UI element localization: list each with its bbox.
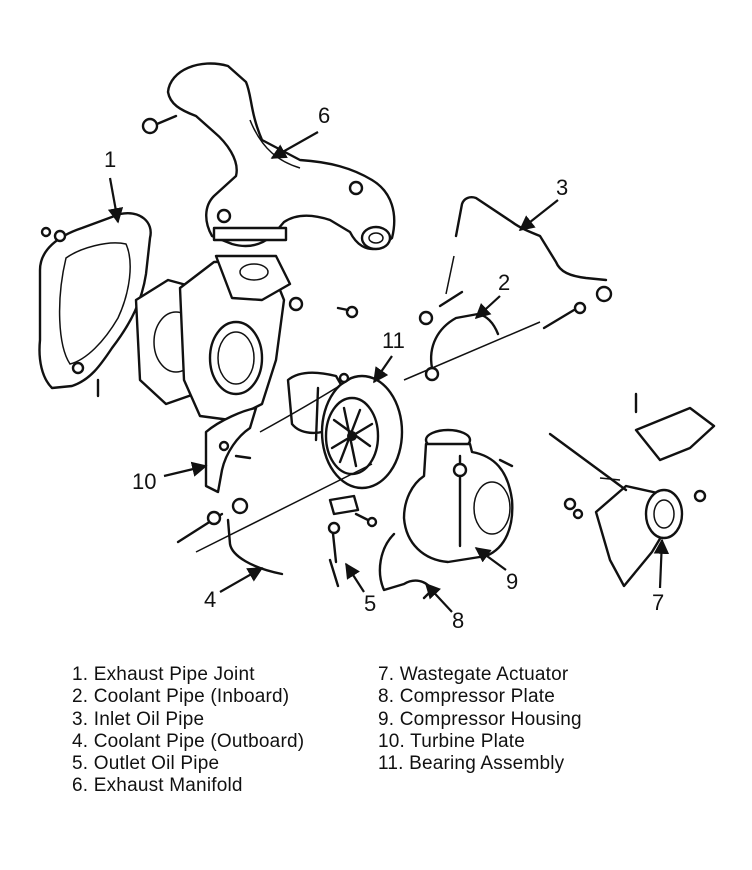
exhaust-pipe-joint [38,212,152,398]
callout-7: 7 [652,538,670,615]
svg-text:6: 6 [318,103,330,128]
callout-6: 6 [270,103,330,159]
callout-3: 3 [518,175,568,231]
legend-item: 2. Coolant Pipe (Inboard) [72,686,290,708]
inlet-oil-pipe [454,196,613,330]
svg-text:5: 5 [364,591,376,616]
callout-9: 9 [474,547,518,594]
legend-item: 1. Exhaust Pipe Joint [72,664,255,685]
legend-item: 11. Bearing Assembly [378,753,565,775]
compressor-housing [402,428,514,564]
legend-item: 8. Compressor Plate [378,686,555,708]
svg-text:1: 1 [104,147,116,172]
legend-item: 7. Wastegate Actuator [378,664,569,685]
callout-8: 8 [424,582,464,633]
wastegate-actuator [548,392,716,588]
alignment-lines [195,255,621,553]
callout-10: 10 [132,461,208,494]
bearing-assembly [286,371,404,490]
svg-text:8: 8 [452,608,464,633]
legend-item: 3. Inlet Oil Pipe [72,708,205,730]
callout-5: 5 [345,562,376,616]
parts-legend: 1. Exhaust Pipe Joint 2. Coolant Pipe (I… [72,664,692,798]
callout-11: 11 [373,328,405,384]
turbocharger-exploded-diagram: 1 2 3 4 5 6 7 8 9 10 11 [38,62,716,633]
legend-item: 4. Coolant Pipe (Outboard) [72,730,305,752]
coolant-pipe-inboard [418,290,500,382]
svg-text:9: 9 [506,569,518,594]
svg-text:4: 4 [204,587,216,612]
turbine-housing [134,254,359,422]
svg-text:2: 2 [498,270,510,295]
coolant-pipe-outboard [176,497,284,576]
outlet-oil-pipe [327,494,360,588]
legend-item: 6. Exhaust Manifold [72,775,243,797]
turbine-plate [204,406,258,494]
callout-4: 4 [204,567,264,612]
legend-item: 5. Outlet Oil Pipe [72,753,220,775]
legend-column-left: 1. Exhaust Pipe Joint 2. Coolant Pipe (I… [72,664,378,798]
svg-text:11: 11 [382,328,405,353]
svg-text:10: 10 [132,469,156,494]
exhaust-manifold [141,62,396,251]
svg-text:3: 3 [556,175,568,200]
svg-text:7: 7 [652,590,664,615]
callout-2: 2 [474,270,510,320]
legend-item: 10. Turbine Plate [378,730,526,752]
legend-item: 9. Compressor Housing [378,708,582,730]
legend-column-right: 7. Wastegate Actuator 8. Compressor Plat… [378,664,582,798]
callout-1: 1 [104,147,124,224]
